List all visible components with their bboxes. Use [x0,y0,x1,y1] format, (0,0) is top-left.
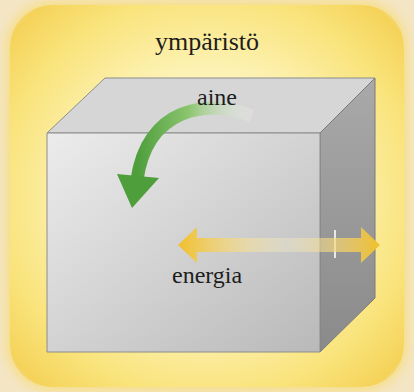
environment-region: ympäristö aine energia [10,5,404,387]
cube-illustration [47,78,375,352]
system-cube: aine energia [47,78,375,352]
flow-label: energia [172,262,242,289]
flow-label: aine [197,84,237,111]
region-label: ympäristö [155,27,259,57]
